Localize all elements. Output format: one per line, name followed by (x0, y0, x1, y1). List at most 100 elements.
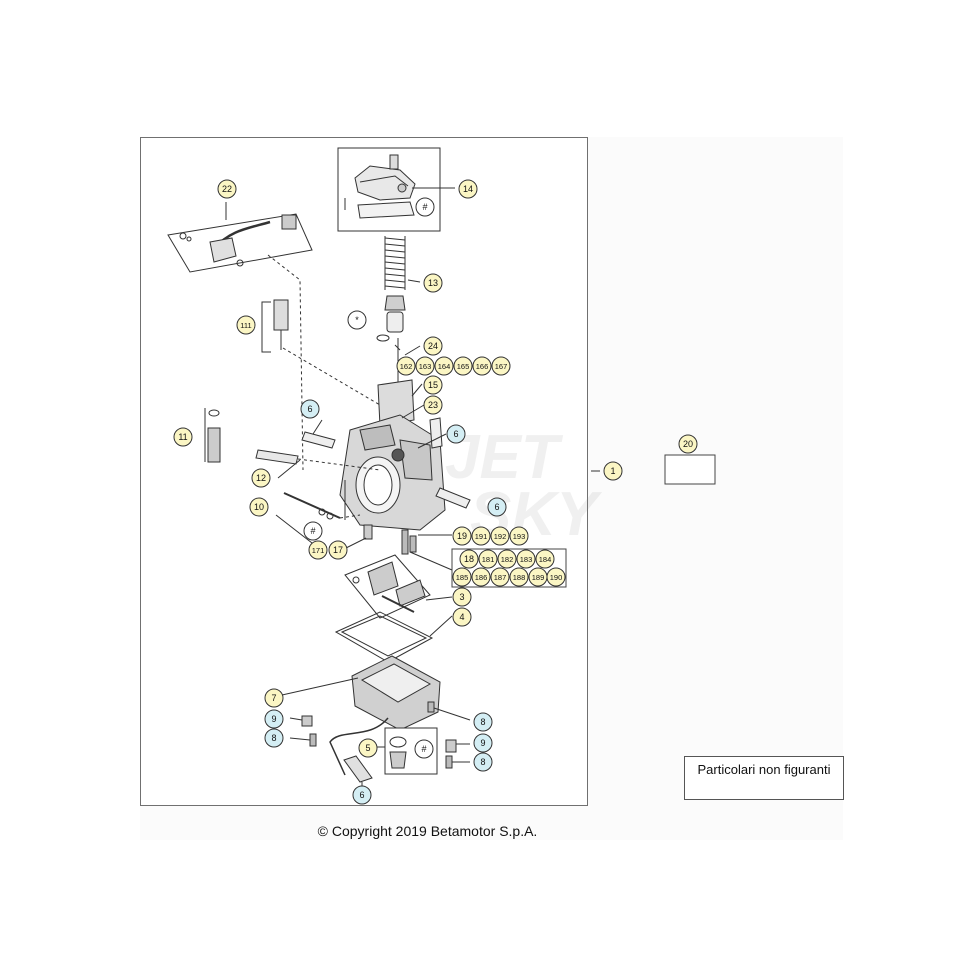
part-label-p7: 7 (264, 688, 284, 708)
svg-text:190: 190 (550, 573, 563, 582)
part-label-p8a: 8 (264, 728, 284, 748)
part-label-p11: 11 (173, 427, 193, 447)
not-shown-title: Particolari non figuranti (697, 762, 831, 777)
part-label-hash: # (303, 521, 323, 541)
kit-20-box (664, 454, 716, 485)
svg-text:4: 4 (459, 612, 464, 622)
svg-text:#: # (421, 744, 426, 754)
throttle-spring (384, 236, 406, 290)
part-label-p185: 185 (452, 567, 472, 587)
svg-text:14: 14 (463, 184, 473, 194)
svg-text:5: 5 (365, 743, 370, 753)
not-shown-parts-box: Particolari non figuranti (684, 756, 844, 800)
svg-text:24: 24 (428, 341, 438, 351)
svg-text:9: 9 (480, 738, 485, 748)
part-label-p23: 23 (423, 395, 443, 415)
part-label-p17: 17 (328, 540, 348, 560)
part-label-p165: 165 (453, 356, 473, 376)
svg-text:167: 167 (495, 362, 508, 371)
part-label-p189: 189 (528, 567, 548, 587)
svg-text:165: 165 (457, 362, 470, 371)
part-label-p163: 163 (415, 356, 435, 376)
svg-text:10: 10 (254, 502, 264, 512)
svg-text:188: 188 (513, 573, 526, 582)
svg-text:185: 185 (456, 573, 469, 582)
svg-text:22: 22 (222, 184, 232, 194)
part-label-p6c: 6 (487, 497, 507, 517)
part-label-p22: 22 (217, 179, 237, 199)
svg-text:111: 111 (240, 321, 251, 330)
part-label-p6a: 6 (300, 399, 320, 419)
svg-text:184: 184 (539, 555, 552, 564)
part-label-p184: 184 (535, 549, 555, 569)
svg-text:18: 18 (464, 554, 474, 564)
svg-text:182: 182 (501, 555, 514, 564)
svg-text:8: 8 (271, 733, 276, 743)
part-label-p3: 3 (452, 587, 472, 607)
svg-text:12: 12 (256, 473, 266, 483)
part-label-p193: 193 (509, 526, 529, 546)
svg-text:8: 8 (480, 717, 485, 727)
part-label-p15: 15 (423, 375, 443, 395)
svg-text:6: 6 (359, 790, 364, 800)
part-label-p181: 181 (478, 549, 498, 569)
part-label-p171: 171 (308, 540, 328, 560)
svg-text:17: 17 (333, 545, 343, 555)
svg-text:8: 8 (480, 757, 485, 767)
part-label-p190: 190 (546, 567, 566, 587)
part-label-hash: # (414, 739, 434, 759)
svg-text:23: 23 (428, 400, 438, 410)
part-label-p182: 182 (497, 549, 517, 569)
part-label-p111: 111 (236, 315, 256, 335)
part-drawings (167, 147, 600, 790)
svg-text:19: 19 (457, 531, 467, 541)
part-label-p10: 10 (249, 497, 269, 517)
part-label-p191: 191 (471, 526, 491, 546)
svg-text:*: * (355, 315, 359, 325)
part-label-p24: 24 (423, 336, 443, 356)
part-label-p1: 1 (603, 461, 623, 481)
part-label-p187: 187 (490, 567, 510, 587)
part-label-p162: 162 (396, 356, 416, 376)
part-label-p8c: 8 (473, 752, 493, 772)
svg-text:166: 166 (476, 362, 489, 371)
part-label-p9a: 9 (264, 709, 284, 729)
part-label-p18: 18 (459, 549, 479, 569)
part-label-p167: 167 (491, 356, 511, 376)
part-label-p13: 13 (423, 273, 443, 293)
svg-text:20: 20 (683, 439, 693, 449)
svg-text:191: 191 (475, 532, 488, 541)
svg-text:183: 183 (520, 555, 533, 564)
part-label-p186: 186 (471, 567, 491, 587)
svg-text:6: 6 (494, 502, 499, 512)
part-label-p20: 20 (678, 434, 698, 454)
copyright-notice: © Copyright 2019 Betamotor S.p.A. (317, 823, 538, 839)
part-label-p6d: 6 (352, 785, 372, 805)
svg-text:9: 9 (271, 714, 276, 724)
svg-text:7: 7 (271, 693, 276, 703)
part-label-p188: 188 (509, 567, 529, 587)
part-label-p14: 14 (458, 179, 478, 199)
part-label-p8b: 8 (473, 712, 493, 732)
part-label-p5: 5 (358, 738, 378, 758)
svg-text:1: 1 (610, 466, 615, 476)
svg-text:#: # (310, 526, 315, 536)
svg-text:192: 192 (494, 532, 507, 541)
svg-text:6: 6 (453, 429, 458, 439)
svg-text:11: 11 (178, 432, 187, 442)
svg-text:193: 193 (513, 532, 526, 541)
part-label-p9b: 9 (473, 733, 493, 753)
part-label-p6b: 6 (446, 424, 466, 444)
svg-text:164: 164 (438, 362, 451, 371)
part-label-p183: 183 (516, 549, 536, 569)
part-label-p192: 192 (490, 526, 510, 546)
svg-text:186: 186 (475, 573, 488, 582)
svg-text:162: 162 (400, 362, 413, 371)
part-label-hash: # (415, 197, 435, 217)
part-label-p4: 4 (452, 607, 472, 627)
part-label-p12: 12 (251, 468, 271, 488)
svg-text:3: 3 (459, 592, 464, 602)
part-label-star: * (347, 310, 367, 330)
part-label-p164: 164 (434, 356, 454, 376)
